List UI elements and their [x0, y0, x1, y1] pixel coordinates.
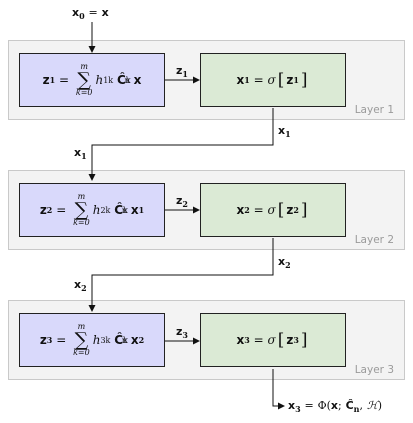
output-label: x3 = Φ(x; Ĉn, ℋ): [288, 399, 382, 415]
output-arrow: [272, 369, 285, 410]
sum-symbol: m∑k=0: [73, 321, 90, 358]
z3-arrow-label: z3: [176, 325, 188, 341]
x2-input-label: x2: [74, 278, 87, 294]
x1-output-label: x1: [278, 124, 291, 140]
layer-1-label: Layer 1: [354, 104, 394, 116]
sum-symbol: m∑k=0: [75, 61, 93, 98]
x1-connector: [88, 108, 274, 181]
z2-arrow-label: z2: [176, 194, 188, 210]
x2-connector: [88, 238, 274, 312]
layer-2-label: Layer 2: [354, 234, 394, 246]
x1-input-label: x1: [74, 146, 87, 162]
input-label: x0 = x: [72, 6, 109, 22]
z1-arrow-label: z1: [176, 64, 188, 80]
layer-3-label: Layer 3: [354, 364, 394, 376]
sum-symbol: m∑k=0: [73, 191, 90, 228]
x2-output-label: x2: [278, 255, 291, 271]
